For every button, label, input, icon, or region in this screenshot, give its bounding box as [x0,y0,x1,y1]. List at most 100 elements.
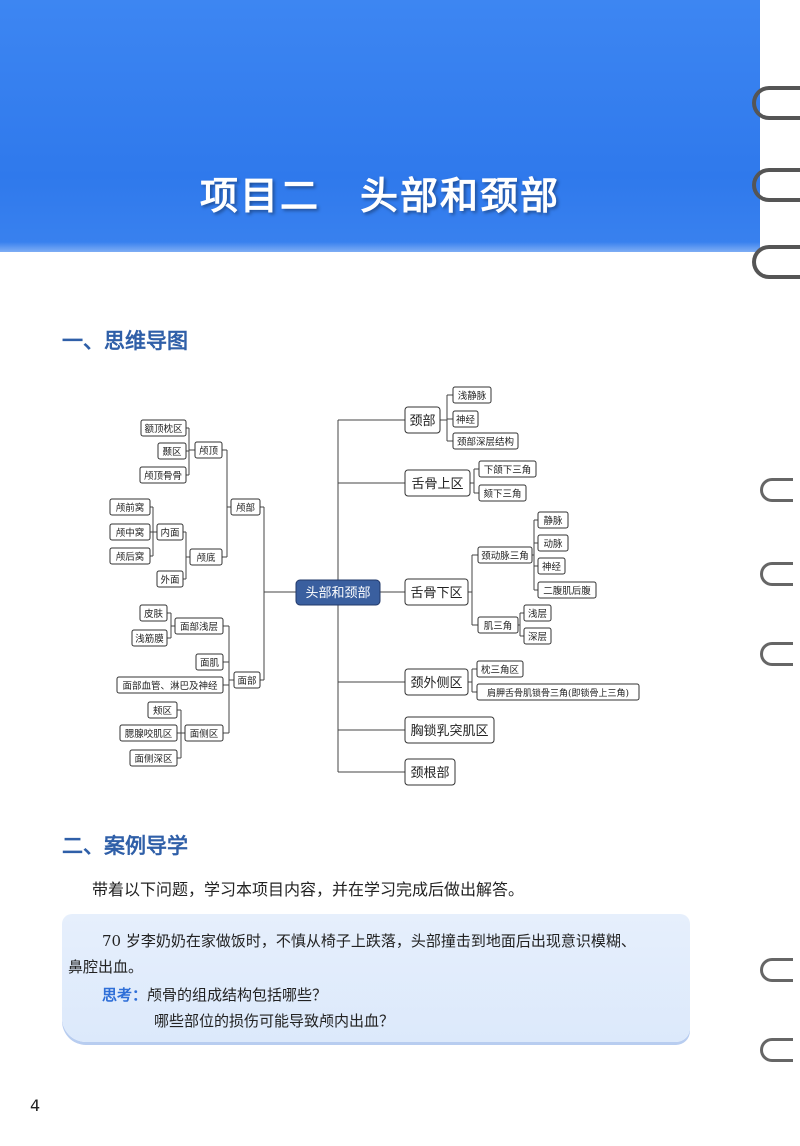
project-title: 项目二 头部和颈部 [199,174,560,218]
binder-ring [752,168,800,202]
mindmap-heading: 一、思维导图 [62,329,188,353]
leaf-label: 腮腺咬肌区 [125,728,173,740]
leaf-label: 颅部 [236,502,255,514]
mindmap-root-node: 头部和颈部 [295,579,381,606]
node-naolu: 颅部 [230,498,261,516]
case-intro: 带着以下问题，学习本项目内容，并在学习完成后做出解答。 [92,880,525,899]
leaf-label: 肌三角 [484,620,513,632]
node-leaf: 颅顶骨骨 [139,466,187,484]
node-leaf: 动脉 [537,534,569,552]
think-label: 思考： [102,986,148,1004]
node-luding: 颅顶 [194,441,223,459]
node-leaf: 颅后窝 [109,547,151,565]
node-jinggen: 颈根部 [404,758,456,786]
node-leaf: 额顶枕区 [140,419,187,437]
node-leaf: 颞区 [157,442,187,460]
binder-ring [752,245,800,279]
question-2: 哪些部位的损伤可能导致颅内出血？ [154,1012,395,1030]
node-xiongsuo: 胸锁乳突肌区 [404,716,495,744]
node-shanggu-shang: 舌骨上区 [404,469,471,497]
leaf-label: 肩胛舌骨肌锁骨三角(即锁骨上三角) [487,687,629,699]
leaf-label: 颏下三角 [483,488,521,500]
case-box: 70 岁李奶奶在家做饭时，不慎从椅子上跌落，头部撞击到地面后出现意识模糊、 鼻腔… [62,914,690,1042]
leaf-label: 下颌下三角 [484,464,532,476]
node-jingdongmai: 颈动脉三角 [477,546,533,564]
node-leaf: 浅筋膜 [131,629,168,647]
leaf-label: 颈动脉三角 [481,550,529,562]
node-label: 舌骨下区 [410,586,462,601]
title-banner [0,0,760,252]
node-leaf: 神经 [452,410,479,428]
leaf-label: 面肌 [200,658,220,669]
node-leaf: 浅层 [523,604,552,622]
node-leaf: 颅中窝 [109,523,151,541]
binder-ring [760,562,793,586]
leaf-label: 面部浅层 [180,621,218,633]
leaf-label: 浅筋膜 [135,633,164,645]
question-1: 颅骨的组成结构包括哪些？ [147,986,328,1004]
node-mianji: 面肌 [195,653,224,671]
binder-ring [760,958,793,982]
node-label: 颈部 [409,414,435,429]
node-leaf: 颏下三角 [478,484,527,502]
node-leaf: 面侧深区 [129,749,178,767]
node-leaf: 肩胛舌骨肌锁骨三角(即锁骨上三角) [476,683,640,701]
node-leaf: 神经 [537,557,566,575]
node-label: 颈外侧区 [410,676,462,691]
leaf-label: 面部血管、淋巴及神经 [122,680,218,692]
node-leaf: 枕三角区 [476,660,524,678]
node-leaf: 二腹肌后腹 [537,581,597,599]
node-waimian: 外面 [156,570,184,588]
node-mianbu-xueguan: 面部血管、淋巴及神经 [116,676,224,694]
node-mianceqv: 面侧区 [184,724,224,742]
leaf-label: 面侧深区 [134,753,173,765]
node-leaf: 皮肤 [139,604,168,622]
leaf-label: 外面 [160,574,179,586]
node-waice: 颈外侧区 [404,668,469,696]
node-leaf: 下颌下三角 [478,460,537,478]
root-label: 头部和颈部 [305,586,370,601]
leaf-label: 颅前窝 [116,502,145,514]
node-leaf: 颈部深层结构 [452,432,519,450]
leaf-label: 面部 [237,675,256,687]
node-label: 胸锁乳突肌区 [410,723,488,739]
node-leaf: 浅静脉 [452,386,492,404]
leaf-label: 浅静脉 [458,390,487,402]
binder-ring [760,642,793,666]
leaf-label: 枕三角区 [481,664,520,676]
node-label: 颈根部 [410,766,449,781]
leaf-label: 颅后窝 [116,551,145,563]
node-label: 舌骨上区 [411,477,463,492]
node-leaf: 静脉 [537,511,569,529]
leaf-label: 颅中窝 [116,527,145,539]
leaf-label: 神经 [456,414,476,426]
node-leaf: 颅前窝 [109,498,151,516]
leaf-label: 颅底 [196,552,216,564]
leaf-label: 额顶枕区 [144,423,183,435]
leaf-label: 颅顶骨骨 [144,471,182,482]
leaf-label: 面侧区 [190,728,219,740]
leaf-label: 颅顶 [199,446,219,457]
leaf-label: 动脉 [543,538,563,550]
question-row-1: 思考：颅骨的组成结构包括哪些？ [102,984,327,1005]
node-mianbu-qiancheng: 面部浅层 [174,617,224,635]
node-jingbu: 颈部 [404,406,441,434]
leaf-label: 皮肤 [144,608,164,620]
scenario-line-1: 70 岁李奶奶在家做饭时，不慎从椅子上跌落，头部撞击到地面后出现意识模糊、 [102,932,636,950]
binder-ring [760,478,793,502]
node-leaf: 腮腺咬肌区 [119,724,178,742]
leaf-label: 神经 [542,561,562,573]
case-heading: 二、案例导学 [62,834,188,858]
node-leaf: 深层 [523,627,552,645]
leaf-label: 静脉 [543,515,563,527]
leaf-label: 颈部深层结构 [457,436,514,448]
node-shanggu-xia: 舌骨下区 [404,578,469,606]
scenario-line-2: 鼻腔出血。 [68,958,144,976]
leaf-label: 内面 [160,527,179,539]
leaf-label: 深层 [528,632,547,643]
node-mianbu: 面部 [233,671,261,689]
leaf-label: 二腹肌后腹 [543,585,591,597]
leaf-label: 颞区 [162,447,182,458]
page-number: 4 [30,1096,41,1115]
binder-ring [760,1038,793,1062]
